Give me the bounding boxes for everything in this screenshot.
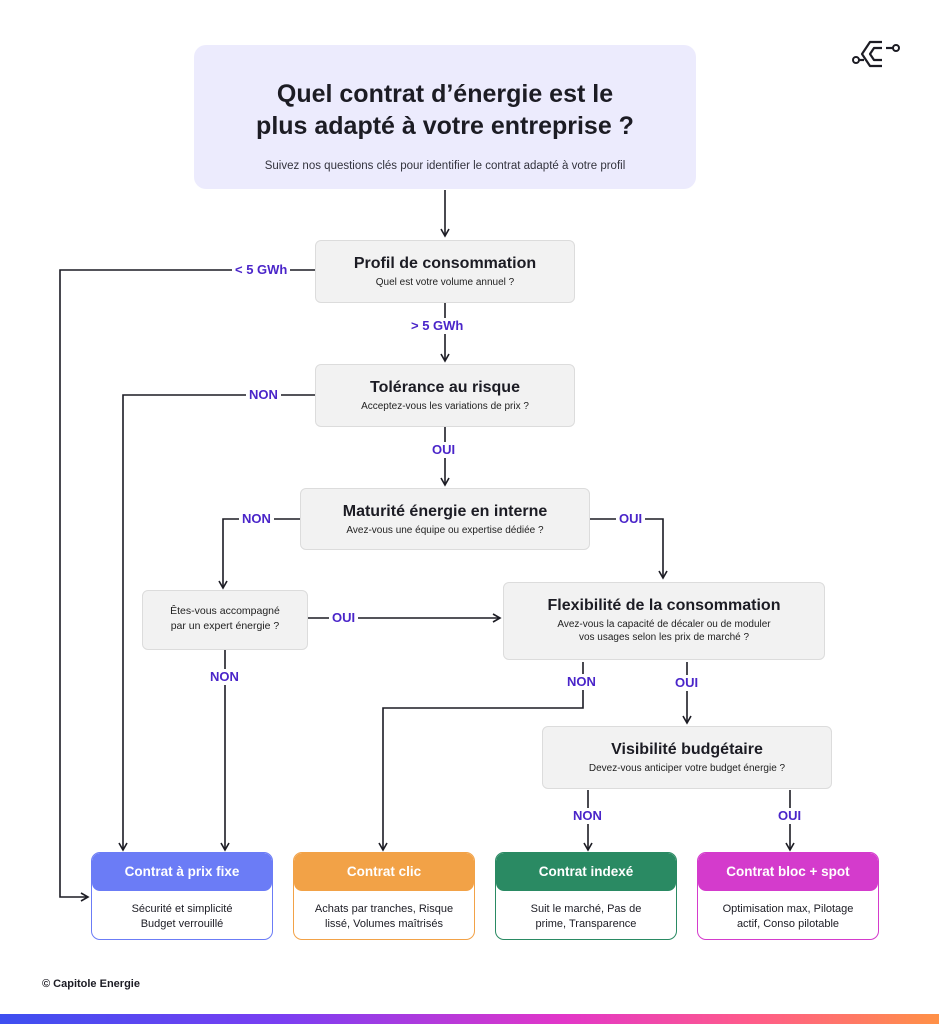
question-visibilite: Visibilité budgétaire Devez-vous anticip… bbox=[542, 726, 832, 789]
question-profil: Profil de consommation Quel est votre vo… bbox=[315, 240, 575, 303]
label-maturite-non: NON bbox=[239, 511, 274, 527]
label-tolerance-oui: OUI bbox=[429, 442, 459, 458]
question-maturite: Maturité énergie en interne Avez-vous un… bbox=[300, 488, 590, 550]
question-flexibilite-text: Avez-vous la capacité de décaler ou de m… bbox=[557, 619, 771, 643]
result-clic-title: Contrat clic bbox=[294, 853, 474, 891]
result-bloc-spot: Contrat bloc + spot Optimisation max, Pi… bbox=[697, 852, 879, 940]
question-profil-title: Profil de consommation bbox=[353, 255, 537, 272]
question-flexibilite: Flexibilité de la consommation Avez-vous… bbox=[503, 582, 825, 660]
label-flexibilite-oui: OUI bbox=[672, 675, 702, 691]
question-maturite-title: Maturité énergie en interne bbox=[342, 503, 548, 520]
result-indexe-body: Suit le marché, Pas de prime, Transparen… bbox=[530, 903, 642, 930]
label-maturite-oui: OUI bbox=[616, 511, 646, 527]
question-profil-text: Quel est votre volume annuel ? bbox=[375, 277, 515, 288]
question-maturite-text: Avez-vous une équipe ou expertise dédiée… bbox=[346, 525, 544, 536]
page-title: Quel contrat d’énergie est le plus adapt… bbox=[256, 80, 634, 140]
result-indexe: Contrat indexé Suit le marché, Pas de pr… bbox=[495, 852, 677, 940]
label-accompagne-non: NON bbox=[207, 669, 242, 685]
result-bloc-spot-title: Contrat bloc + spot bbox=[698, 853, 878, 891]
result-bloc-spot-body: Optimisation max, Pilotage actif, Conso … bbox=[722, 903, 854, 930]
result-clic: Contrat clic Achats par tranches, Risque… bbox=[293, 852, 475, 940]
header-card: Quel contrat d’énergie est le plus adapt… bbox=[194, 45, 696, 189]
edge-profil-fixe bbox=[59, 269, 315, 902]
gradient-bar bbox=[0, 1014, 939, 1024]
label-accompagne-oui: OUI bbox=[329, 610, 359, 626]
result-indexe-title: Contrat indexé bbox=[496, 853, 676, 891]
capitole-logo-icon bbox=[852, 40, 900, 68]
result-prix-fixe: Contrat à prix fixe Sécurité et simplici… bbox=[91, 852, 273, 940]
copyright-footer: © Capitole Energie bbox=[42, 978, 140, 990]
result-prix-fixe-body: Sécurité et simplicité Budget verrouillé bbox=[131, 903, 233, 930]
label-visibilite-non: NON bbox=[570, 808, 605, 824]
label-gt5: > 5 GWh bbox=[408, 318, 467, 334]
label-visibilite-oui: OUI bbox=[775, 808, 805, 824]
question-visibilite-text: Devez-vous anticiper votre budget énergi… bbox=[588, 763, 786, 774]
question-accompagne-text: Êtes-vous accompagné par un expert énerg… bbox=[170, 605, 280, 632]
result-prix-fixe-title: Contrat à prix fixe bbox=[92, 853, 272, 891]
question-flexibilite-title: Flexibilité de la consommation bbox=[547, 597, 781, 614]
question-tolerance-text: Acceptez-vous les variations de prix ? bbox=[361, 401, 529, 412]
question-accompagne: Êtes-vous accompagné par un expert énerg… bbox=[142, 590, 308, 650]
question-visibilite-title: Visibilité budgétaire bbox=[611, 741, 763, 758]
question-tolerance-title: Tolérance au risque bbox=[370, 379, 520, 396]
label-flexibilite-non: NON bbox=[564, 674, 599, 690]
label-tolerance-non: NON bbox=[246, 387, 281, 403]
edge-maturite-flexibilite bbox=[590, 518, 668, 580]
result-clic-body: Achats par tranches, Risque lissé, Volum… bbox=[314, 903, 454, 930]
page-subtitle: Suivez nos questions clés pour identifie… bbox=[264, 160, 626, 172]
question-tolerance: Tolérance au risque Acceptez-vous les va… bbox=[315, 364, 575, 427]
edge-maturite-accompagne bbox=[218, 518, 300, 590]
label-lt5: < 5 GWh bbox=[232, 262, 291, 278]
